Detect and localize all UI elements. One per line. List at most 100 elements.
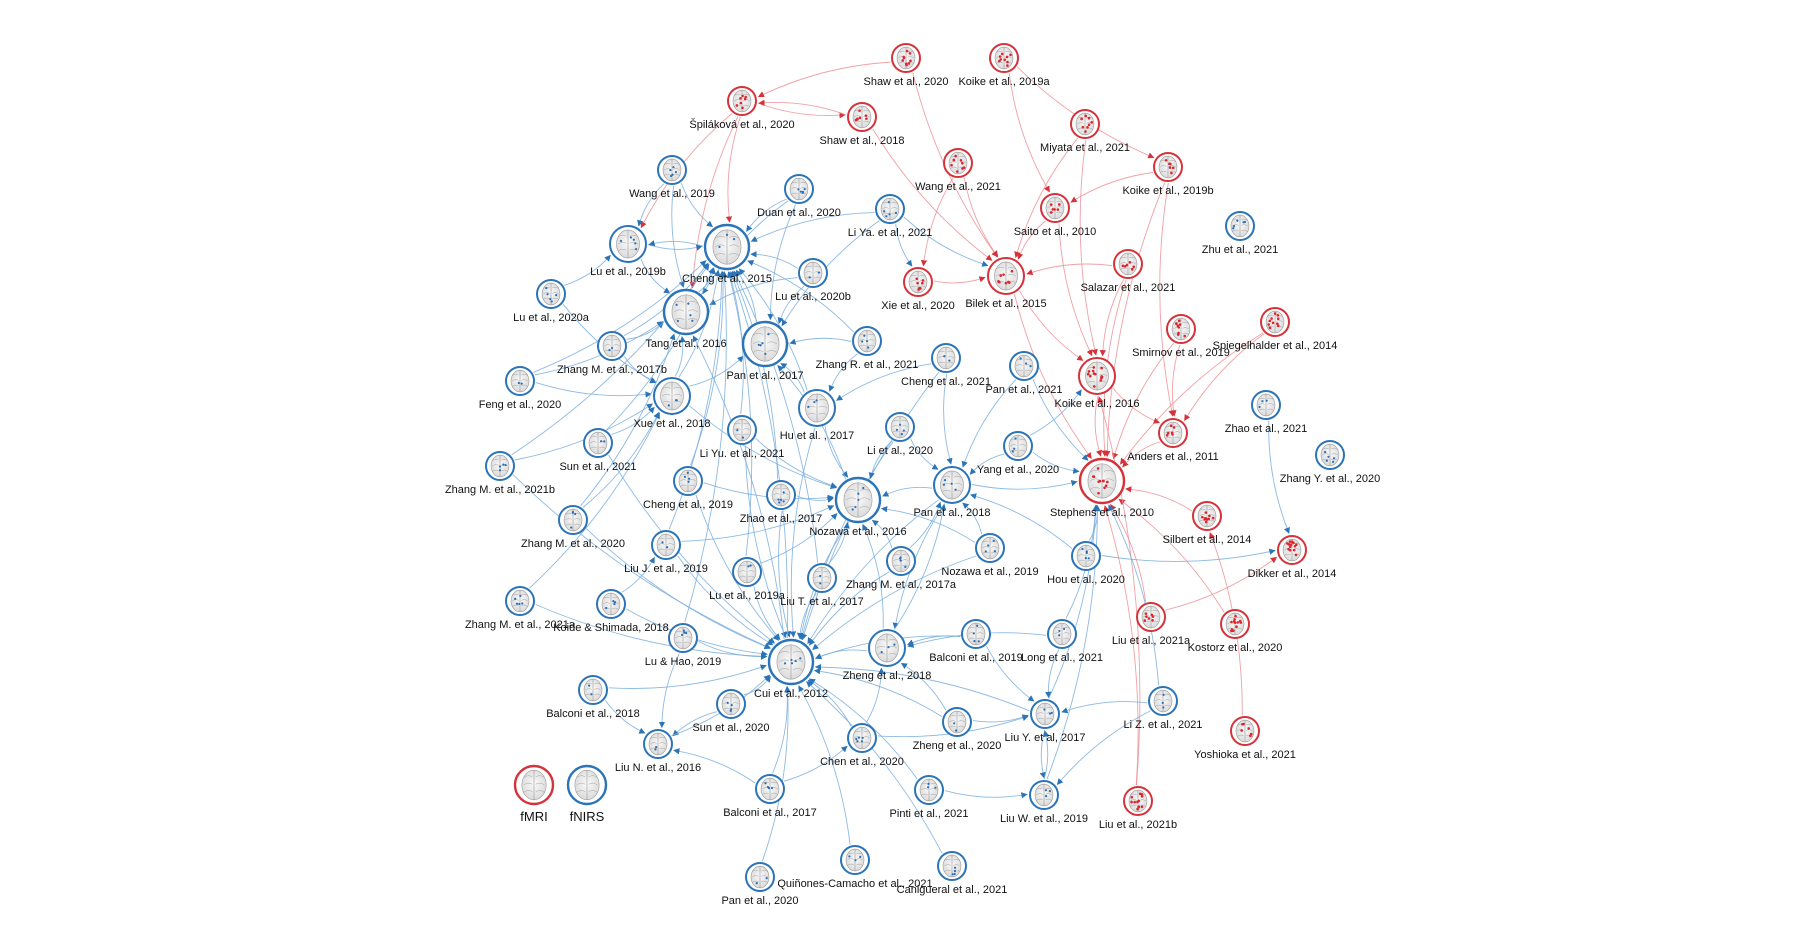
citation-edge [1103,505,1139,786]
study-node-wang2019[interactable]: Wang et al., 2019 [629,155,715,200]
activation-dot [603,440,606,443]
study-node-nozawa2016[interactable]: Nozawa et al., 2016 [809,476,907,538]
study-node-spilakova2020[interactable]: Špiláková et al., 2020 [689,86,795,131]
study-node-cheng2015[interactable]: Cheng et al., 2015 [682,223,772,285]
study-node-kostorz2020[interactable]: Kostorz et al., 2020 [1188,609,1283,654]
study-node-koide2018[interactable]: Koide & Shimada, 2018 [553,589,669,634]
study-node-liut2017[interactable]: Liu T. et al., 2017 [780,563,864,608]
study-node-xue2018[interactable]: Xue et al., 2018 [633,377,711,430]
study-node-zhangm2021a[interactable]: Zhang M. et al., 2021a [465,586,576,631]
study-node-liyu2021[interactable]: Li Yu. et al., 2021 [700,415,785,460]
citation-edge [695,494,780,641]
study-node-silbert2014[interactable]: Silbert et al., 2014 [1163,501,1252,546]
study-node-canigueral2021[interactable]: Canigueral et al., 2021 [897,851,1008,896]
brain-sulcus [761,875,768,878]
study-node-liya2021[interactable]: Li Ya. et al., 2021 [848,194,933,239]
activation-dot [1241,722,1244,726]
study-node-balconi2019[interactable]: Balconi et al., 2019 [929,619,1023,664]
brain-sulcus [791,181,798,184]
study-node-zhangy2020[interactable]: Zhang Y. et al., 2020 [1280,440,1381,485]
study-node-liz2021[interactable]: Li Z. et al., 2021 [1124,686,1203,731]
study-node-yoshioka2021[interactable]: Yoshioka et al., 2021 [1194,716,1296,761]
study-node-cheng2021[interactable]: Cheng et al., 2021 [901,343,991,388]
brain-sulcus [778,668,790,671]
study-node-pan2021[interactable]: Pan et al., 2021 [985,351,1063,396]
activation-dot [867,346,870,349]
study-node-zhangm2017a[interactable]: Zhang M. et al., 2017a [846,546,957,591]
study-node-balconi2018[interactable]: Balconi et al., 2018 [546,675,640,720]
study-node-lu2019a[interactable]: Lu et al., 2019a [709,557,786,602]
study-node-cheng2019[interactable]: Cheng et al., 2019 [643,466,733,511]
study-node-shaw2018[interactable]: Shaw et al., 2018 [819,102,905,147]
study-node-xie2020[interactable]: Xie et al., 2020 [881,267,955,312]
study-node-wang2021[interactable]: Wang et al., 2021 [915,148,1001,193]
study-node-lu2020a[interactable]: Lu et al., 2020a [513,279,590,324]
study-node-chen2020[interactable]: Chen et al., 2020 [820,723,904,768]
study-node-koike2016[interactable]: Koike et al., 2016 [1054,357,1140,410]
study-node-zheng2020[interactable]: Zheng et al., 2020 [913,707,1002,752]
study-node-koike2019a[interactable]: Koike et al., 2019a [958,43,1050,88]
study-node-salazar2021[interactable]: Salazar et al., 2021 [1081,249,1176,294]
study-node-zhao2021[interactable]: Zhao et al., 2021 [1225,390,1308,435]
study-node-lu2020b[interactable]: Lu et al., 2020b [775,258,851,303]
study-node-li2020[interactable]: Li et al., 2020 [867,412,933,457]
study-node-lu2019b[interactable]: Lu et al., 2019b [590,225,666,278]
study-node-zhangm2021b[interactable]: Zhang M. et al., 2021b [445,451,555,496]
study-node-hou2020[interactable]: Hou et al., 2020 [1047,541,1125,586]
study-node-duan2020[interactable]: Duan et al., 2020 [757,174,841,219]
study-node-saito2010[interactable]: Saito et al., 2010 [1014,193,1097,238]
activation-dot [1130,800,1133,804]
study-node-smirnov2019[interactable]: Smirnov et al., 2019 [1132,314,1230,359]
study-node-hu2017[interactable]: Hu et al. , 2017 [780,389,855,442]
study-node-pan2018[interactable]: Pan et al., 2018 [913,466,991,519]
study-node-zhangr2021[interactable]: Zhang R. et al., 2021 [816,326,919,371]
study-node-liu2021a[interactable]: Liu et al., 2021a [1112,602,1191,647]
activation-dot [765,877,768,880]
study-node-zheng2018[interactable]: Zheng et al., 2018 [843,629,932,682]
activation-dot [799,657,802,660]
study-node-liun2016[interactable]: Liu N. et al., 2016 [615,729,701,774]
citation-edge [824,426,849,478]
study-node-nozawa2019[interactable]: Nozawa et al., 2019 [941,533,1039,578]
activation-dot [515,602,519,605]
study-node-cui2012[interactable]: Cui et al., 2012 [754,638,828,700]
study-node-long2021[interactable]: Long et al., 2021 [1021,619,1103,664]
brain-sulcus [982,546,989,549]
study-node-luhao2019[interactable]: Lu & Hao, 2019 [645,623,721,668]
study-node-pan2020[interactable]: Pan et al., 2020 [721,862,799,907]
study-node-balconi2017[interactable]: Balconi et al., 2017 [723,774,817,819]
study-node-dikker2014[interactable]: Dikker et al., 2014 [1248,535,1337,580]
study-node-stephens2010[interactable]: Stephens et al., 2010 [1050,457,1154,519]
study-node-zhu2021[interactable]: Zhu et al., 2021 [1202,211,1278,256]
activation-dot [782,500,785,503]
study-node-pinti2021[interactable]: Pinti et al., 2021 [890,775,969,820]
study-node-liuj2019[interactable]: Liu J. et al., 2019 [624,530,708,575]
study-node-bilek2015[interactable]: Bilek et al., 2015 [965,257,1047,310]
activation-dot [1137,799,1141,803]
brain-sulcus [512,593,519,596]
study-node-pan2017[interactable]: Pan et al., 2017 [726,320,804,382]
study-node-shaw2020[interactable]: Shaw et al., 2020 [863,43,949,88]
study-node-liuy2017[interactable]: Liu Y. et al, 2017 [1005,699,1086,744]
study-node-anders2011[interactable]: Anders et al., 2011 [1127,418,1219,463]
activation-dot [1136,807,1139,811]
study-node-liuw2019[interactable]: Liu W. et al., 2019 [1000,780,1088,825]
citation-edge [813,668,943,717]
study-node-spiegelhalder2014[interactable]: Spiegelhalder et al., 2014 [1213,307,1338,352]
study-node-quinones2021[interactable]: Quiñones-Camacho et al., 2021 [777,845,933,890]
activation-dot [953,872,956,876]
study-node-sun2020[interactable]: Sun et al., 2020 [692,689,770,734]
brain-sulcus [771,792,778,795]
study-node-sun2021[interactable]: Sun et al., 2021 [559,428,637,473]
study-node-zhangm2020[interactable]: Zhang M. et al., 2020 [521,505,625,550]
activation-dot [1232,227,1235,230]
study-node-zhangm2017b[interactable]: Zhang M. et al., 2017b [557,331,667,376]
study-node-liu2021b[interactable]: Liu et al., 2021b [1099,786,1177,831]
study-node-tang2016[interactable]: Tang et al., 2016 [645,288,727,350]
study-node-zhao2017[interactable]: Zhao et al., 2017 [740,480,823,525]
study-node-koike2019b[interactable]: Koike et al., 2019b [1122,152,1214,197]
activation-dot [1048,790,1051,793]
study-node-yang2020[interactable]: Yang et al., 2020 [977,431,1059,476]
study-node-miyata2021[interactable]: Miyata et al., 2021 [1040,109,1130,154]
study-node-feng2020[interactable]: Feng et al., 2020 [479,366,562,411]
